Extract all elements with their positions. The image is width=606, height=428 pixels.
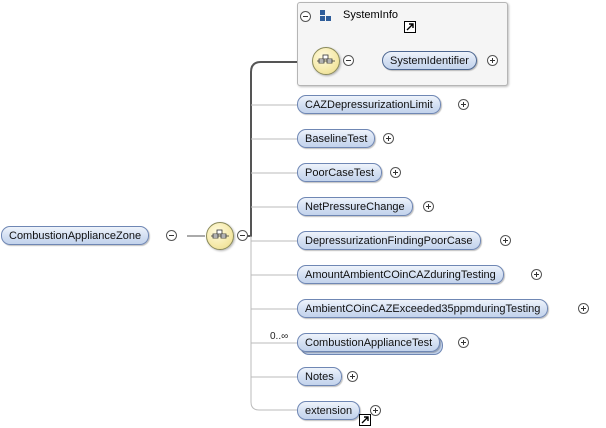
multiplicity-label: 0..∞	[270, 331, 289, 342]
expand-button-3[interactable]	[423, 201, 434, 212]
systeminfo-title: SystemInfo	[343, 9, 399, 21]
child-label: CombustionApplianceTest	[305, 337, 433, 349]
child-node-3[interactable]: NetPressureChange	[297, 197, 413, 216]
child-node-9[interactable]: extension	[297, 401, 361, 420]
expand-button-4[interactable]	[500, 235, 511, 246]
root-element-node[interactable]: CombustionApplianceZone	[1, 226, 150, 245]
child-node-8[interactable]: Notes	[297, 367, 342, 386]
inner-sequence-compositor-icon	[312, 47, 340, 75]
root-element-label: CombustionApplianceZone	[9, 230, 142, 242]
child-node-0[interactable]: CAZDepressurizationLimit	[297, 95, 441, 114]
systemidentifier-node[interactable]: SystemIdentifier	[382, 51, 477, 70]
child-node-4[interactable]: DepressurizationFindingPoorCase	[297, 231, 481, 250]
sequence-compositor-icon	[206, 222, 234, 250]
child-node-2[interactable]: PoorCaseTest	[297, 163, 383, 182]
external-link-icon[interactable]	[404, 21, 416, 33]
expand-systemidentifier-button[interactable]	[487, 55, 498, 66]
child-label: AmbientCOinCAZExceeded35ppmduringTesting	[305, 303, 541, 315]
group-icon	[320, 10, 332, 22]
child-label: PoorCaseTest	[305, 167, 375, 179]
child-node-5[interactable]: AmountAmbientCOinCAZduringTesting	[297, 265, 504, 284]
child-label: extension	[305, 405, 353, 417]
child-label: DepressurizationFindingPoorCase	[305, 235, 473, 247]
child-node-1[interactable]: BaselineTest	[297, 129, 376, 148]
expand-button-7[interactable]	[458, 337, 469, 348]
expand-button-9[interactable]	[370, 405, 381, 416]
expand-button-0[interactable]	[458, 99, 469, 110]
collapse-sequence-button[interactable]	[237, 230, 248, 241]
child-label: CAZDepressurizationLimit	[305, 99, 433, 111]
collapse-inner-sequence-button[interactable]	[343, 55, 354, 66]
expand-button-5[interactable]	[531, 269, 542, 280]
child-label: BaselineTest	[305, 133, 368, 145]
expand-button-8[interactable]	[347, 371, 358, 382]
expand-button-6[interactable]	[578, 303, 589, 314]
child-label: Notes	[305, 371, 334, 383]
child-label: NetPressureChange	[305, 201, 405, 213]
child-node-6[interactable]: AmbientCOinCAZExceeded35ppmduringTesting	[297, 299, 549, 318]
collapse-root-button[interactable]	[166, 230, 177, 241]
expand-button-1[interactable]	[383, 133, 394, 144]
systemidentifier-label: SystemIdentifier	[390, 55, 469, 67]
child-node-7[interactable]: CombustionApplianceTest	[297, 333, 441, 352]
collapse-systeminfo-button[interactable]	[300, 11, 311, 22]
expand-button-2[interactable]	[390, 167, 401, 178]
external-link-icon[interactable]	[359, 414, 371, 426]
child-label: AmountAmbientCOinCAZduringTesting	[305, 269, 496, 281]
